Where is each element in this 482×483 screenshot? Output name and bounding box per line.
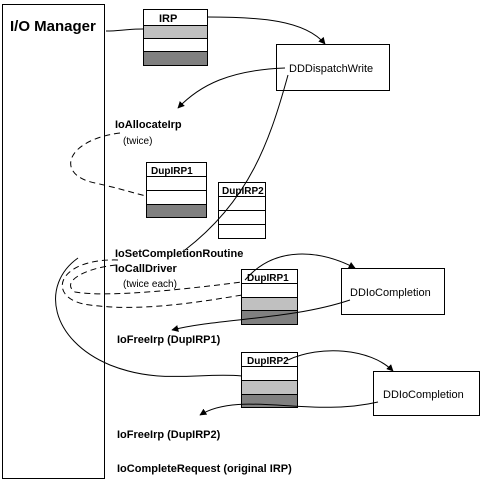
manager-to-dup2-curve <box>55 257 243 377</box>
irp-to-dispatch-arrow <box>206 16 326 45</box>
free-irp2-label: IoFreeIrp (DupIRP2) <box>117 429 221 441</box>
dup-irp2-mid-stack <box>241 352 298 408</box>
io-completion-2-box <box>373 371 480 416</box>
allocate-to-dup-dashed <box>70 132 147 197</box>
irp-label: IRP <box>159 13 177 25</box>
complete-request-label: IoCompleteRequest (original IRP) <box>117 463 292 475</box>
completion1-to-free-arrow <box>171 299 351 332</box>
dup-irp2-top-stack <box>218 182 266 239</box>
io-manager-title: I/O Manager <box>10 18 96 35</box>
irp-stack <box>143 9 208 66</box>
completion2-to-free-arrow <box>199 401 379 416</box>
dup-irp1-top-label: DupIRP1 <box>151 166 193 177</box>
dup-irp2-top-label: DupIRP2 <box>222 186 264 197</box>
calldriver-to-dup-dashed <box>70 264 243 295</box>
allocate-irp-label: IoAllocateIrp <box>115 119 182 131</box>
dup-irp1-mid-label: DupIRP1 <box>247 273 289 284</box>
io-completion-1-label: DDIoCompletion <box>350 287 431 299</box>
dispatch-to-allocate-arrow <box>177 67 286 109</box>
dup-irp2-mid-label: DupIRP2 <box>247 356 289 367</box>
dup-irp1-top-stack <box>146 162 207 218</box>
dup-irp1-mid-stack <box>241 269 298 325</box>
call-driver-label: IoCallDriver <box>115 263 177 275</box>
dispatch-write-box <box>276 44 390 91</box>
free-irp1-label: IoFreeIrp (DupIRP1) <box>117 334 221 346</box>
io-completion-2-label: DDIoCompletion <box>383 389 464 401</box>
dispatch-down-line <box>184 74 289 251</box>
set-completion-routine-label: IoSetCompletionRoutine <box>115 248 243 260</box>
twice-each-note: (twice each) <box>123 279 177 290</box>
dispatch-write-label: DDDispatchWrite <box>289 63 373 75</box>
dupirp2-to-completion-arrow <box>287 350 394 372</box>
allocate-irp-note: (twice) <box>123 136 152 147</box>
calldriver-dashed-loop <box>61 259 243 308</box>
io-manager-box <box>2 4 105 479</box>
dupirp1-to-completion-arrow <box>244 253 356 281</box>
manager-to-irp-line <box>105 28 144 32</box>
io-completion-1-box <box>341 268 445 315</box>
